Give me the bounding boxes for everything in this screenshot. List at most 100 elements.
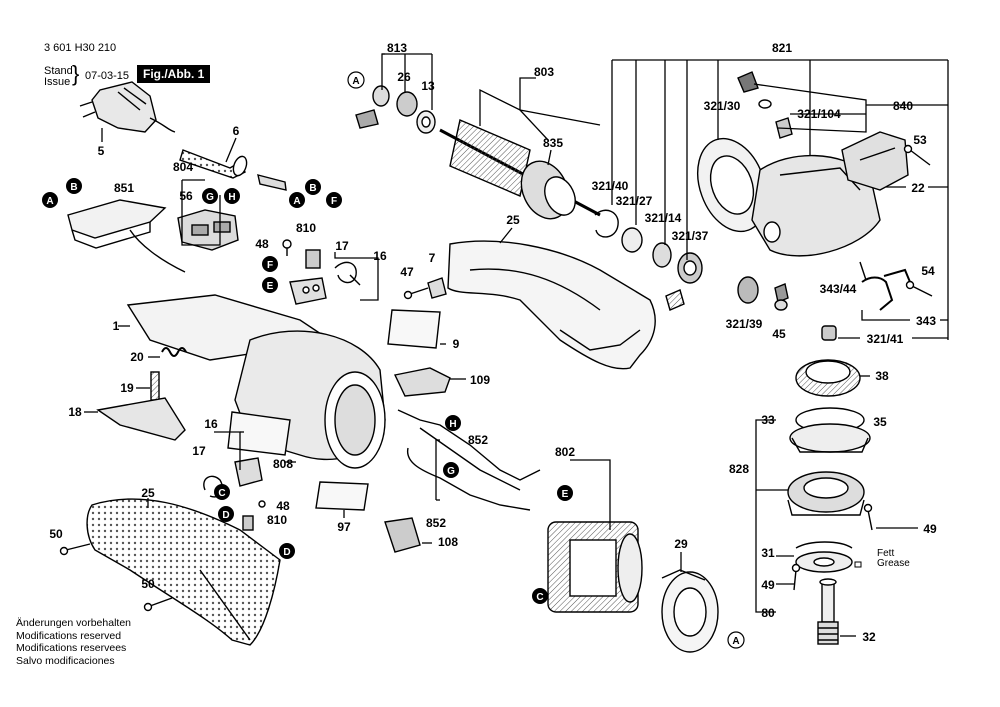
marker-a-top: A: [347, 71, 365, 89]
svg-text:B: B: [70, 182, 77, 193]
marker-h-top: H: [224, 188, 240, 204]
marker-a-left: A: [42, 192, 58, 208]
callout-18: 18: [68, 405, 82, 419]
callout-22: 22: [911, 181, 925, 195]
svg-text:H: H: [228, 192, 235, 203]
notes: Änderungen vorbehalten Modifications res…: [16, 617, 131, 667]
grease-note: Fett Grease: [854, 548, 910, 569]
cover-22: [841, 131, 909, 191]
svg-text:E: E: [267, 281, 274, 292]
marker-a-mid: A: [289, 192, 305, 208]
callout-321-41: 321/41: [867, 332, 904, 346]
plate-808: [227, 411, 291, 456]
callout-97: 97: [337, 520, 351, 534]
callout-813: 813: [387, 41, 407, 55]
marker-b-left: B: [66, 178, 82, 194]
callout-321-37: 321/37: [672, 229, 709, 243]
callout-802: 802: [555, 445, 575, 459]
bearing-set: [355, 85, 436, 134]
handle-upper: [447, 240, 656, 370]
callout-840: 840: [893, 99, 913, 113]
bearing-321-41: [821, 325, 837, 341]
switch-cover: [67, 199, 186, 273]
spindle-lock: [859, 261, 911, 311]
stand-label: Stand: [44, 65, 73, 77]
marker-b-mid: B: [305, 179, 321, 195]
callout-53: 53: [913, 133, 927, 147]
callout-26: 26: [397, 70, 411, 84]
note-fr: Modifications reservees: [16, 642, 127, 654]
part-drawings: [59, 71, 933, 653]
callout-821: 821: [772, 41, 792, 55]
svg-text:H: H: [449, 419, 456, 430]
letter-markers: A A A A B B G H: [42, 71, 745, 649]
callout-109: 109: [470, 373, 490, 387]
terminal-block: [289, 249, 327, 305]
marker-d-bottom: D: [279, 543, 295, 559]
callout-828: 828: [729, 462, 749, 476]
callout-49-lower: 49: [761, 578, 775, 592]
field-coil: [547, 521, 643, 613]
note-en: Modifications reserved: [16, 629, 122, 642]
callout-343-44: 343/44: [820, 282, 857, 296]
callout-47: 47: [400, 265, 414, 279]
issue-date: 07-03-15: [85, 70, 130, 82]
screw-50b: [143, 597, 173, 612]
callout-7: 7: [429, 251, 436, 265]
brush-spring: [334, 261, 361, 286]
callout-35: 35: [873, 415, 887, 429]
marker-d-left: D: [218, 506, 234, 522]
issue-label: Issue: [44, 76, 71, 88]
armature: [439, 119, 601, 220]
cable-clip: [257, 174, 287, 191]
callout-labels: 5 6 804 851 56 810 48 17 16 47 7 25 813 …: [49, 41, 937, 644]
callout-48-bottom: 48: [276, 499, 290, 513]
cable-protector: [179, 149, 248, 179]
callout-50-lower: 50: [141, 577, 155, 591]
svg-text:C: C: [218, 488, 225, 499]
callout-321-39: 321/39: [726, 317, 763, 331]
callout-80: 80: [761, 606, 775, 620]
marker-c-bottom: C: [532, 588, 548, 604]
bearing-flange: [789, 407, 871, 453]
svg-text:D: D: [222, 510, 229, 521]
callout-810-bottom: 810: [267, 513, 287, 527]
marker-g-top: G: [202, 188, 218, 204]
callout-851: 851: [114, 181, 134, 195]
callout-808: 808: [273, 457, 293, 471]
mounting-flange: [795, 541, 853, 573]
callout-33: 33: [761, 413, 775, 427]
handle-lower: [86, 498, 281, 646]
svg-text:F: F: [267, 260, 273, 271]
screw-49-lower: [791, 563, 801, 591]
callout-31: 31: [761, 546, 775, 560]
screw-49: [863, 503, 873, 531]
callout-17-top: 17: [335, 239, 349, 253]
callout-17-bottom: 17: [192, 444, 206, 458]
callout-29: 29: [674, 537, 688, 551]
callout-32: 32: [862, 630, 876, 644]
callout-45: 45: [772, 327, 786, 341]
svg-text:A: A: [732, 636, 739, 647]
svg-text:E: E: [562, 489, 569, 500]
callout-803: 803: [534, 65, 554, 79]
callout-321-40: 321/40: [592, 179, 629, 193]
screw-54: [905, 280, 933, 297]
callout-5: 5: [98, 144, 105, 158]
callout-25-top: 25: [506, 213, 520, 227]
svg-text:A: A: [293, 196, 300, 207]
callout-321-104: 321/104: [797, 107, 841, 121]
callout-16-top: 16: [373, 249, 387, 263]
callout-38: 38: [875, 369, 889, 383]
note-de: Änderungen vorbehalten: [16, 617, 132, 629]
callout-321-30: 321/30: [704, 99, 741, 113]
spindle: [817, 578, 839, 645]
fett-label: Fett: [877, 548, 894, 559]
callout-852-top: 852: [468, 433, 488, 447]
marker-e-left: E: [262, 277, 278, 293]
part-109: [393, 367, 451, 397]
marker-g-mid: G: [443, 462, 459, 478]
callout-810-top: 810: [296, 221, 316, 235]
screw-48: [282, 239, 292, 256]
callout-48-top: 48: [255, 237, 269, 251]
